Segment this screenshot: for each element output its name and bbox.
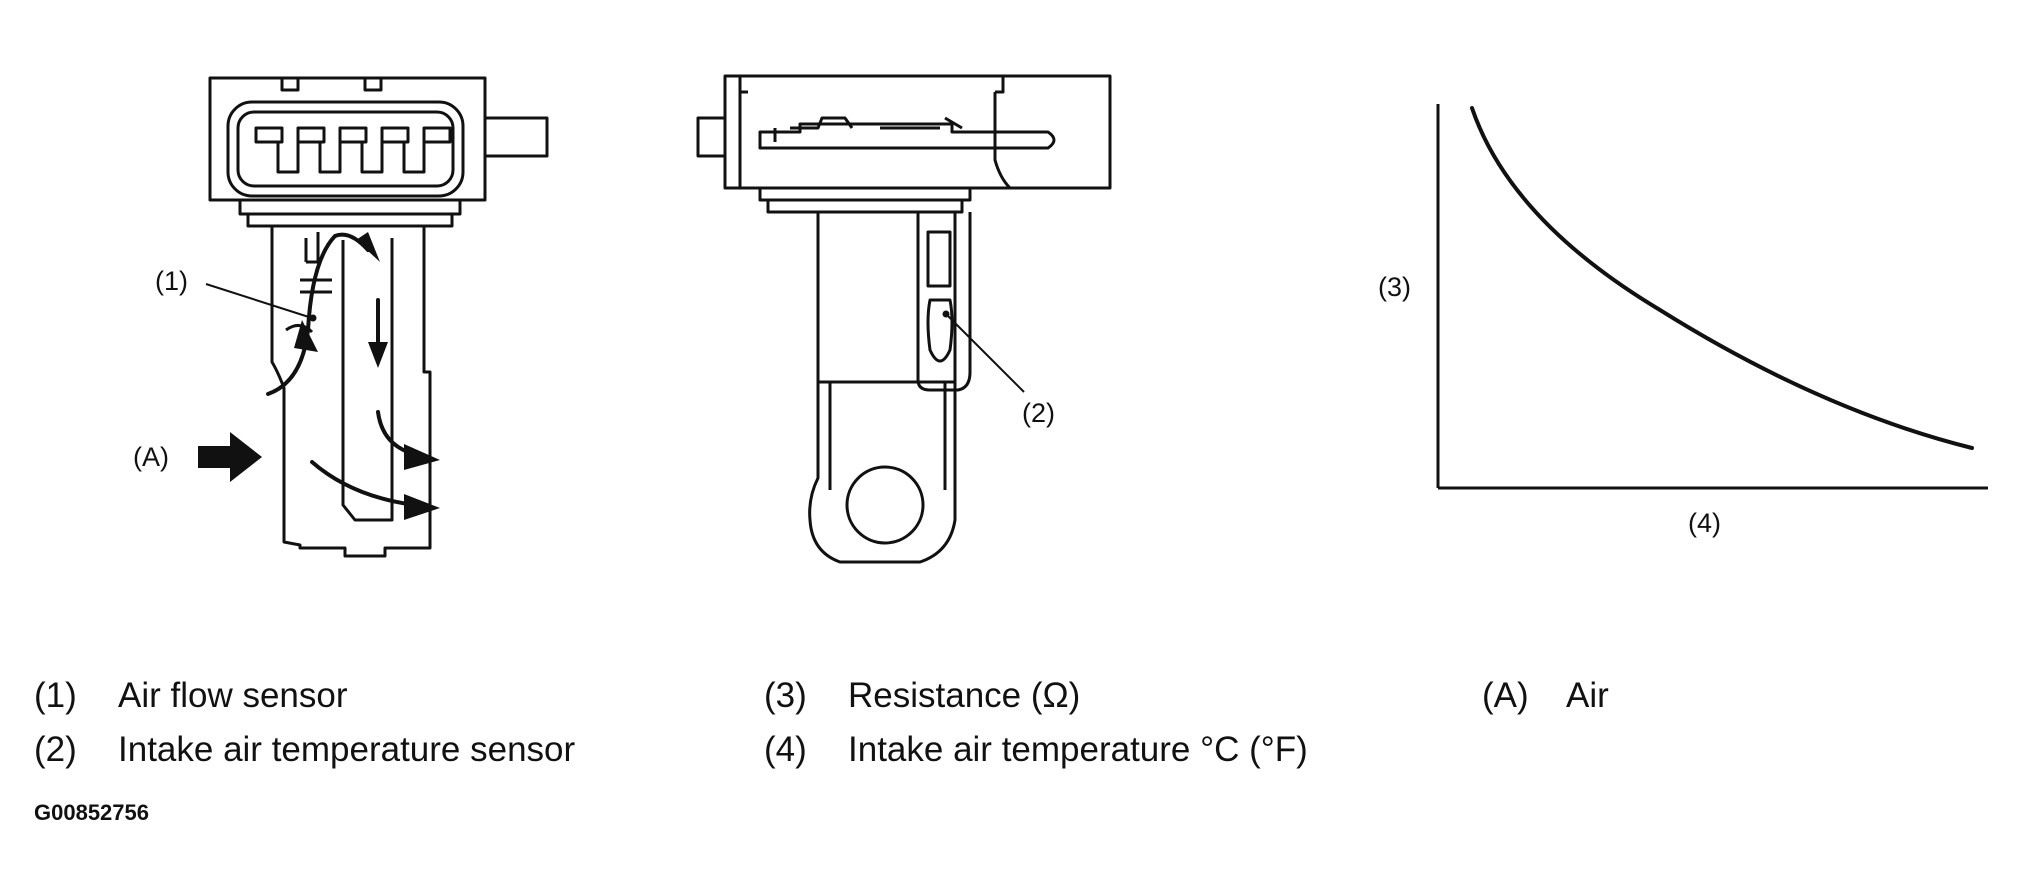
bypass-passage <box>341 238 394 522</box>
sensor-body <box>270 226 432 558</box>
callout-2: (2) <box>1022 398 1055 428</box>
iat-element <box>926 230 952 288</box>
connector-latch <box>280 78 383 92</box>
housing-tab <box>696 116 727 158</box>
arrowhead-main <box>404 494 440 520</box>
flange-band-lower <box>766 198 964 214</box>
flow-path-main <box>310 460 410 506</box>
legend-text: Air <box>1566 676 1609 715</box>
callout-3: (3) <box>1378 272 1411 302</box>
arrowhead-up <box>294 320 318 352</box>
flow-path-exit <box>376 410 410 454</box>
legend-number: (4) <box>764 730 807 769</box>
iat-housing <box>916 212 972 392</box>
connector-tab <box>483 116 549 158</box>
arrowhead-exit <box>404 444 440 470</box>
housing-inner <box>738 92 1012 190</box>
tube-opening <box>845 465 925 545</box>
legend-item-3: (3) Resistance (Ω) <box>764 676 1080 716</box>
flow-arrowheads <box>294 232 440 520</box>
sensor-side-view <box>208 76 549 558</box>
housing-latch <box>738 76 1005 94</box>
leader-line-2 <box>945 313 1025 393</box>
arrowhead-down <box>368 342 388 368</box>
flange-band-lower <box>246 212 454 228</box>
connector-pins <box>254 126 452 174</box>
legend-text: Intake air temperature sensor <box>118 730 576 769</box>
circuit-board <box>758 122 1056 150</box>
legend-text: Intake air temperature °C (°F) <box>848 730 1308 769</box>
sensor-front-view <box>696 74 1112 564</box>
reference-id: G00852756 <box>34 800 149 825</box>
tube-inner <box>818 380 955 490</box>
flange-band <box>238 198 462 216</box>
legend-item-a: (A) Air <box>1482 676 1609 716</box>
callout-4: (4) <box>1688 508 1721 538</box>
connector-housing <box>208 76 487 202</box>
flow-path-up <box>266 232 370 396</box>
circuit-components <box>773 116 963 142</box>
callout-1: (1) <box>155 266 188 296</box>
resistance-curve <box>1470 106 1974 450</box>
sensor-element <box>304 232 320 264</box>
resistance-graph: (3) (4) <box>1378 104 1988 538</box>
legend-item-1: (1) Air flow sensor <box>34 676 348 716</box>
leader-line-1 <box>205 283 313 319</box>
arrowhead-top <box>356 232 380 262</box>
legend-item-4: (4) Intake air temperature °C (°F) <box>764 730 1308 770</box>
connector-face-inner <box>236 110 455 188</box>
legend-number: (2) <box>34 730 77 769</box>
legend-number: (3) <box>764 676 807 715</box>
iat-bulb <box>926 298 954 363</box>
leader-dot-1 <box>309 314 317 322</box>
legend-number: (A) <box>1482 676 1529 715</box>
flange-band <box>758 186 972 202</box>
callout-a: (A) <box>133 442 169 472</box>
legend-number: (1) <box>34 676 77 715</box>
legend-text: Air flow sensor <box>118 676 348 715</box>
tube-body <box>808 212 957 564</box>
connector-face <box>226 100 465 198</box>
air-inlet-arrow <box>198 432 262 482</box>
legend-item-2: (2) Intake air temperature sensor <box>34 730 575 770</box>
legend-text: Resistance (Ω) <box>848 676 1081 715</box>
flow-arrows <box>266 232 410 506</box>
leader-dot-2 <box>942 310 950 318</box>
